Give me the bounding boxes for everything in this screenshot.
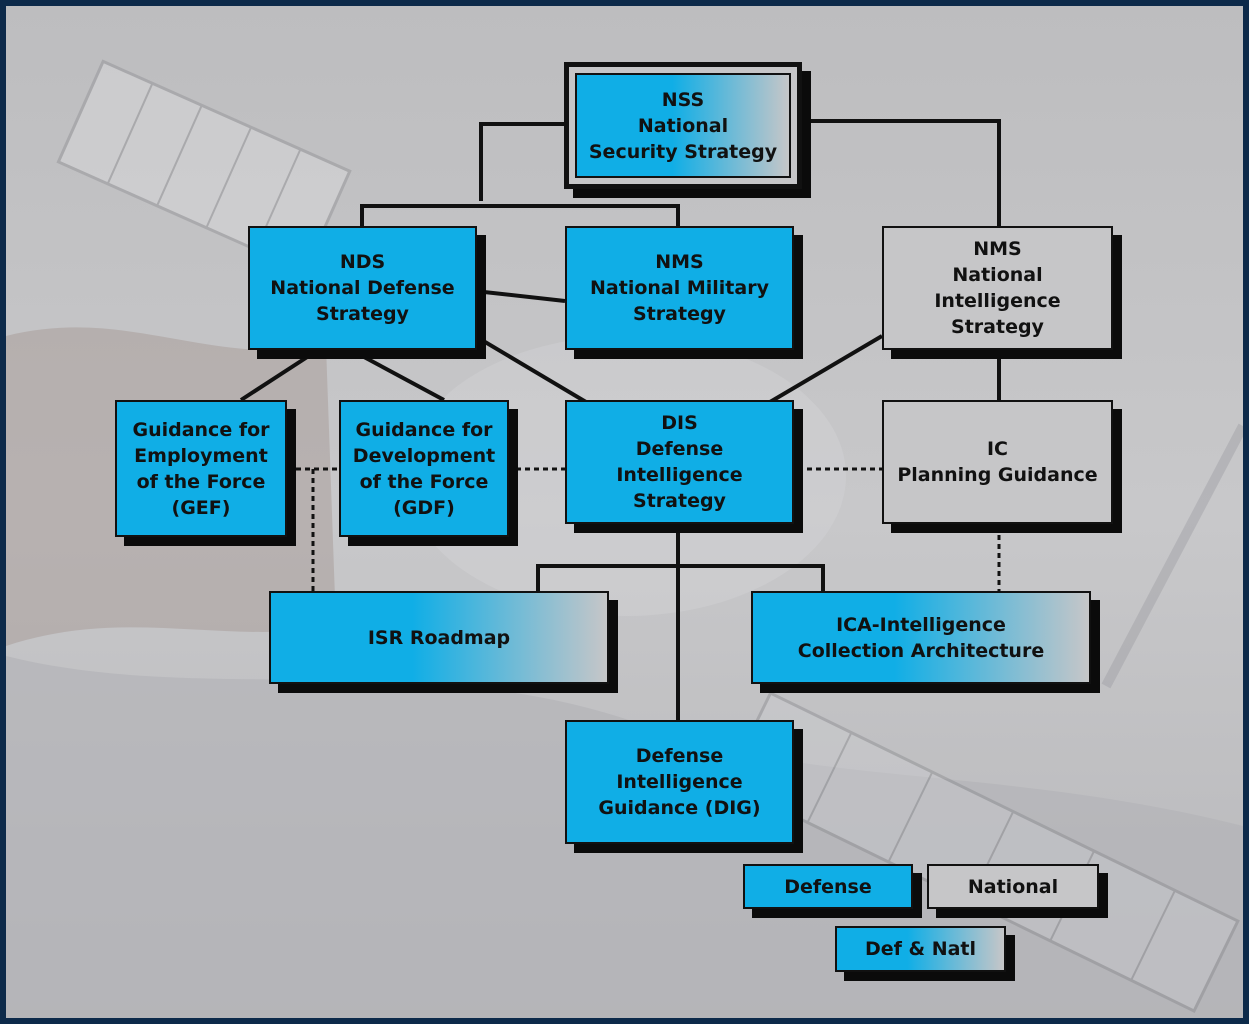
connector-lines xyxy=(239,119,1001,720)
node-dig-label: Defense Intelligence Guidance (DIG) xyxy=(598,745,761,819)
legend-national-label: National xyxy=(967,875,1059,898)
node-isr-roadmap: ISR Roadmap xyxy=(269,591,609,684)
node-ica-label: ICA-Intelligence Collection Architecture xyxy=(797,613,1045,662)
node-dis-label: DIS Defense Intelligence Strategy xyxy=(616,412,743,512)
legend-def-natl: Def & Natl xyxy=(835,926,1006,972)
connector-nds-nms xyxy=(474,289,566,303)
node-gef: Guidance for Employment of the Force (GE… xyxy=(115,400,287,537)
node-gdf-label: Guidance for Development of the Force (G… xyxy=(352,418,496,519)
legend-def-natl-label: Def & Natl xyxy=(864,938,977,960)
node-nms-military: NMS National Military Strategy xyxy=(565,226,794,350)
node-nds: NDS National Defense Strategy xyxy=(248,226,477,350)
node-nms-intelligence: NMS National Intelligence Strategy xyxy=(882,226,1113,350)
node-nms-intelligence-label: NMS National Intelligence Strategy xyxy=(934,238,1061,338)
connector-nss-left xyxy=(479,122,571,201)
connector-nss-right xyxy=(802,119,1001,226)
node-nss: NSS National Security Strategy xyxy=(564,62,802,189)
node-nss-inner: NSS National Security Strategy xyxy=(575,73,791,178)
node-gdf: Guidance for Development of the Force (G… xyxy=(339,400,509,537)
node-dig: Defense Intelligence Guidance (DIG) xyxy=(565,720,794,844)
node-nds-label: NDS National Defense Strategy xyxy=(270,251,455,325)
node-isr-roadmap-label: ISR Roadmap xyxy=(367,626,511,649)
node-gef-label: Guidance for Employment of the Force (GE… xyxy=(132,418,270,519)
node-nss-label: NSS National Security Strategy xyxy=(588,88,778,163)
connector-nds-gdf xyxy=(350,348,445,402)
connector-nmsi-dis xyxy=(768,334,884,404)
connector-nds-dis xyxy=(473,334,588,404)
legend-national: National xyxy=(927,864,1099,909)
node-ic-planning-label: IC Planning Guidance xyxy=(897,438,1098,486)
connector-nds-nms-top xyxy=(360,204,680,226)
connector-nds-gef xyxy=(239,348,320,402)
node-dis: DIS Defense Intelligence Strategy xyxy=(565,400,794,524)
connector-bracket-isr-ica xyxy=(536,564,825,591)
node-ica: ICA-Intelligence Collection Architecture xyxy=(751,591,1091,684)
legend-defense-label: Defense xyxy=(784,875,872,898)
node-ic-planning: IC Planning Guidance xyxy=(882,400,1113,524)
legend-defense: Defense xyxy=(743,864,913,909)
node-nms-military-label: NMS National Military Strategy xyxy=(590,251,769,325)
